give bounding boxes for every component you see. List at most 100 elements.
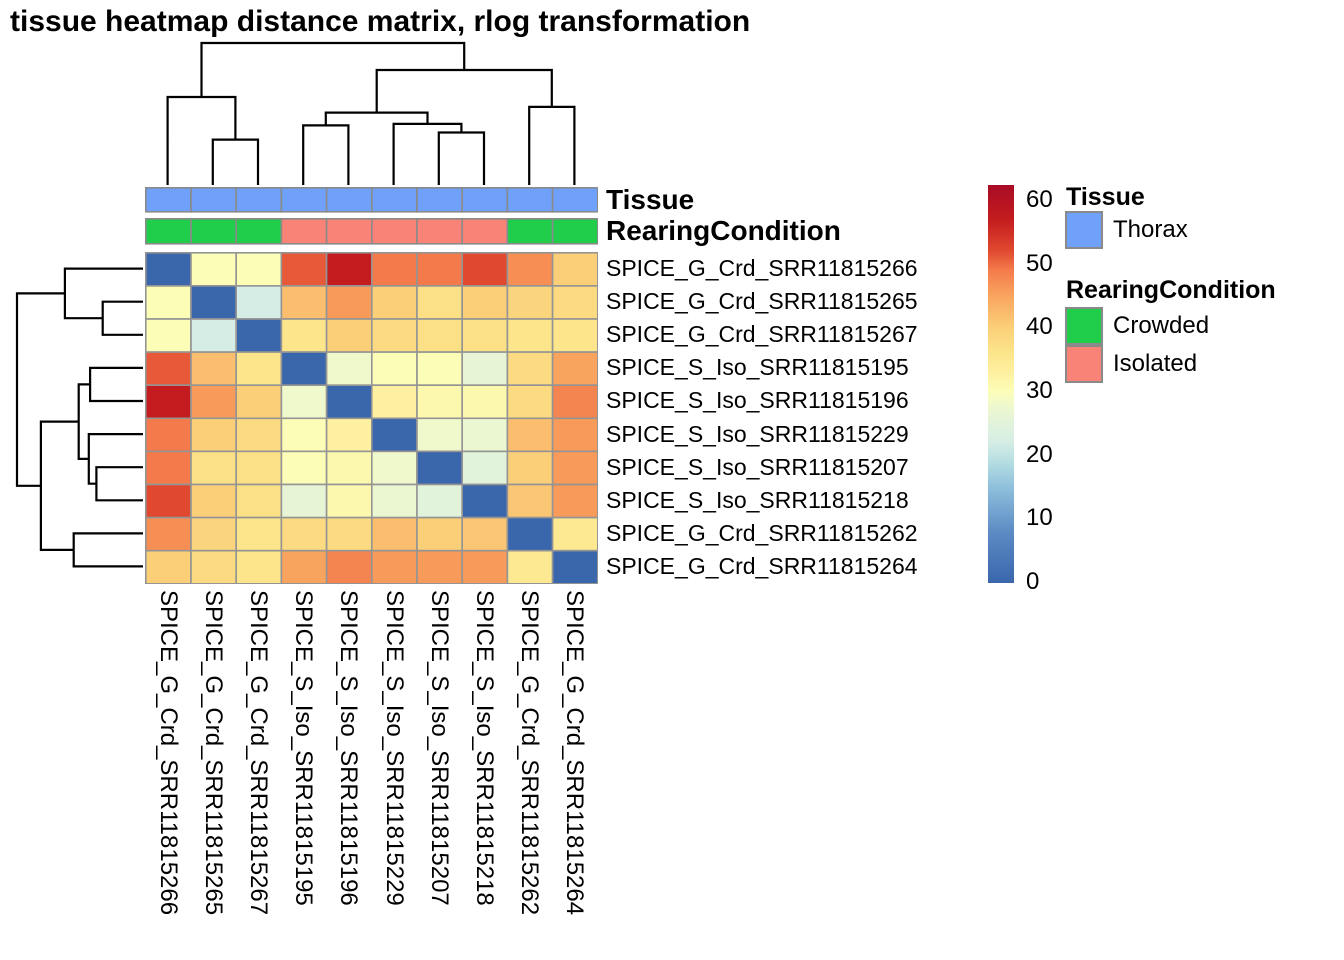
annotation-cell-isolated <box>325 218 373 245</box>
dendrogram-branch <box>88 366 143 403</box>
heatmap-cell <box>145 252 192 287</box>
heatmap-cell <box>461 384 509 420</box>
heatmap-cell <box>145 450 192 486</box>
heatmap-cell <box>325 549 373 584</box>
heatmap-cell <box>461 516 509 552</box>
heatmap-cell <box>280 417 328 453</box>
dendrogram-branch <box>437 131 486 185</box>
annotation-cell-crowded <box>551 218 598 245</box>
heatmap-cell <box>325 252 373 287</box>
heatmap-cell <box>551 285 598 320</box>
heatmap-cell <box>461 351 509 386</box>
legend-tissue-title: Tissue <box>1066 183 1145 211</box>
colorbar <box>988 185 1014 583</box>
dendrogram-branch <box>63 267 143 320</box>
rearing-annotation-label: RearingCondition <box>606 215 841 246</box>
heatmap-cell <box>416 318 464 353</box>
heatmap-cell <box>325 318 373 353</box>
heatmap-cell <box>325 516 373 552</box>
heatmap-cell <box>235 252 283 287</box>
row-label: SPICE_S_Iso_SRR11815196 <box>606 387 909 414</box>
annotation-cell-crowded <box>506 218 554 245</box>
heatmap-cell <box>506 417 554 453</box>
dendrogram-branch <box>101 300 143 336</box>
dendrogram-branch <box>95 466 143 502</box>
heatmap-cell <box>371 285 418 320</box>
heatmap-cell <box>461 285 509 320</box>
heatmap-cell <box>145 417 192 453</box>
colorbar-tick-label: 20 <box>1026 440 1053 468</box>
heatmap-cell <box>280 516 328 552</box>
legend-rearing-item: Crowded <box>1065 307 1209 345</box>
heatmap-cell <box>145 516 192 552</box>
dendrogram-branch <box>211 138 260 185</box>
heatmap-cell <box>325 351 373 386</box>
column-label: SPICE_S_Iso_SRR11815229 <box>380 590 408 906</box>
annotation-cell-crowded <box>235 218 283 245</box>
row-label: SPICE_G_Crd_SRR11815262 <box>606 519 918 546</box>
heatmap-cell <box>371 516 418 552</box>
heatmap-cell <box>280 384 328 420</box>
legend-tissue-swatch-thorax <box>1065 211 1103 249</box>
heatmap-cell <box>371 351 418 386</box>
column-label: SPICE_G_Crd_SRR11815262 <box>516 590 544 916</box>
row-label: SPICE_S_Iso_SRR11815218 <box>606 486 909 513</box>
heatmap-cell <box>506 384 554 420</box>
figure-title: tissue heatmap distance matrix, rlog tra… <box>10 5 751 38</box>
heatmap-cell <box>325 483 373 519</box>
heatmap-cell <box>190 252 238 287</box>
heatmap-cell <box>235 351 283 386</box>
heatmap-cell <box>416 483 464 519</box>
heatmap-cell <box>190 318 238 353</box>
heatmap-cell <box>506 516 554 552</box>
heatmap-cell <box>190 549 238 584</box>
colorbar-tick-label: 10 <box>1026 504 1053 532</box>
colorbar-tick-label: 40 <box>1026 313 1053 341</box>
heatmap-cell <box>461 318 509 353</box>
legend-rearing-item: Isolated <box>1065 345 1209 383</box>
heatmap-cell <box>235 417 283 453</box>
heatmap-cell <box>190 351 238 386</box>
heatmap-cell <box>190 450 238 486</box>
dendrogram-branch <box>302 124 350 185</box>
annotation-cell-crowded <box>190 218 238 245</box>
legend-rearing-swatch-isolated <box>1065 345 1103 383</box>
column-label: SPICE_G_Crd_SRR11815266 <box>154 590 182 916</box>
column-label: SPICE_G_Crd_SRR11815264 <box>561 590 589 916</box>
heatmap-cell <box>371 417 418 453</box>
colorbar-tick-label: 30 <box>1026 377 1053 404</box>
row-label: SPICE_G_Crd_SRR11815265 <box>606 288 918 315</box>
heatmap-cell <box>551 351 598 386</box>
heatmap-cell <box>416 549 464 584</box>
heatmap-cell <box>551 384 598 420</box>
dendrogram-branch <box>15 292 65 487</box>
column-label: SPICE_G_Crd_SRR11815265 <box>199 590 227 916</box>
heatmap-cell <box>145 549 192 584</box>
colorbar-tick-label: 0 <box>1026 568 1040 595</box>
heatmap-cell <box>371 318 418 353</box>
heatmap-cell <box>235 450 283 486</box>
dendrogram-branch <box>528 105 576 185</box>
heatmap-cell <box>280 549 328 584</box>
heatmap-cell <box>235 285 283 320</box>
dendrogram-branch <box>39 420 79 551</box>
annotation-cell-thorax <box>190 187 238 213</box>
heatmap-cell <box>416 516 464 552</box>
heatmap-cell <box>461 549 509 584</box>
heatmap-cell <box>551 549 598 584</box>
annotation-cell-isolated <box>280 218 328 245</box>
legend-rearing-swatch-crowded <box>1065 307 1103 345</box>
column-label: SPICE_G_Crd_SRR11815267 <box>245 590 272 916</box>
heatmap-cell <box>551 252 598 287</box>
heatmap-cell <box>551 318 598 353</box>
annotation-cell-thorax <box>461 187 509 213</box>
heatmap-cell <box>280 483 328 519</box>
heatmap-matrix <box>145 252 598 584</box>
legend-rearing-title: RearingCondition <box>1066 276 1276 304</box>
heatmap-cell <box>506 351 554 386</box>
heatmap-cell <box>551 483 598 519</box>
heatmap-cell <box>371 483 418 519</box>
row-dendrogram <box>15 267 143 568</box>
heatmap-cell <box>145 285 192 320</box>
